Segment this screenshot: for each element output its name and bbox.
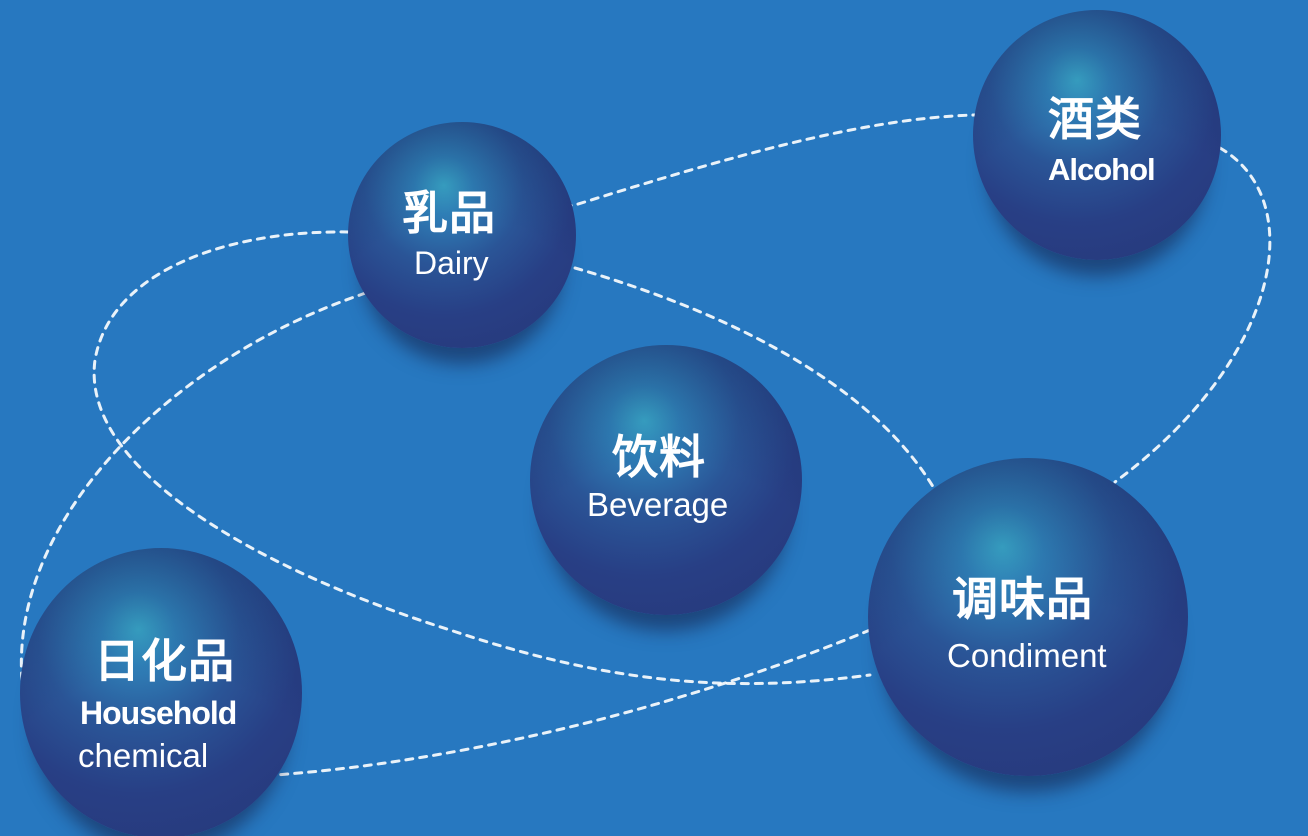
beverage-en-label: Beverage	[587, 486, 729, 523]
alcohol-cn-label: 酒类	[1048, 92, 1142, 146]
dairy-cn-label: 乳品	[402, 186, 496, 240]
beverage-sphere	[530, 345, 802, 615]
beverage-cn-label: 饮料	[612, 430, 706, 484]
alcohol-sphere	[973, 10, 1221, 260]
condiment-en-label: Condiment	[947, 637, 1107, 674]
household-cn-label: 日化品	[94, 634, 235, 688]
condiment-cn-label: 调味品	[952, 572, 1093, 626]
household-en-line1: Household	[80, 695, 237, 731]
alcohol-en-label: Alcohol	[1048, 152, 1156, 187]
household-sphere	[20, 548, 302, 836]
condiment-sphere	[868, 458, 1188, 776]
dairy-en-label: Dairy	[414, 245, 489, 281]
household-en-line2: chemical	[78, 737, 209, 774]
dairy-sphere	[348, 122, 576, 348]
orbit-inner	[92, 230, 937, 686]
